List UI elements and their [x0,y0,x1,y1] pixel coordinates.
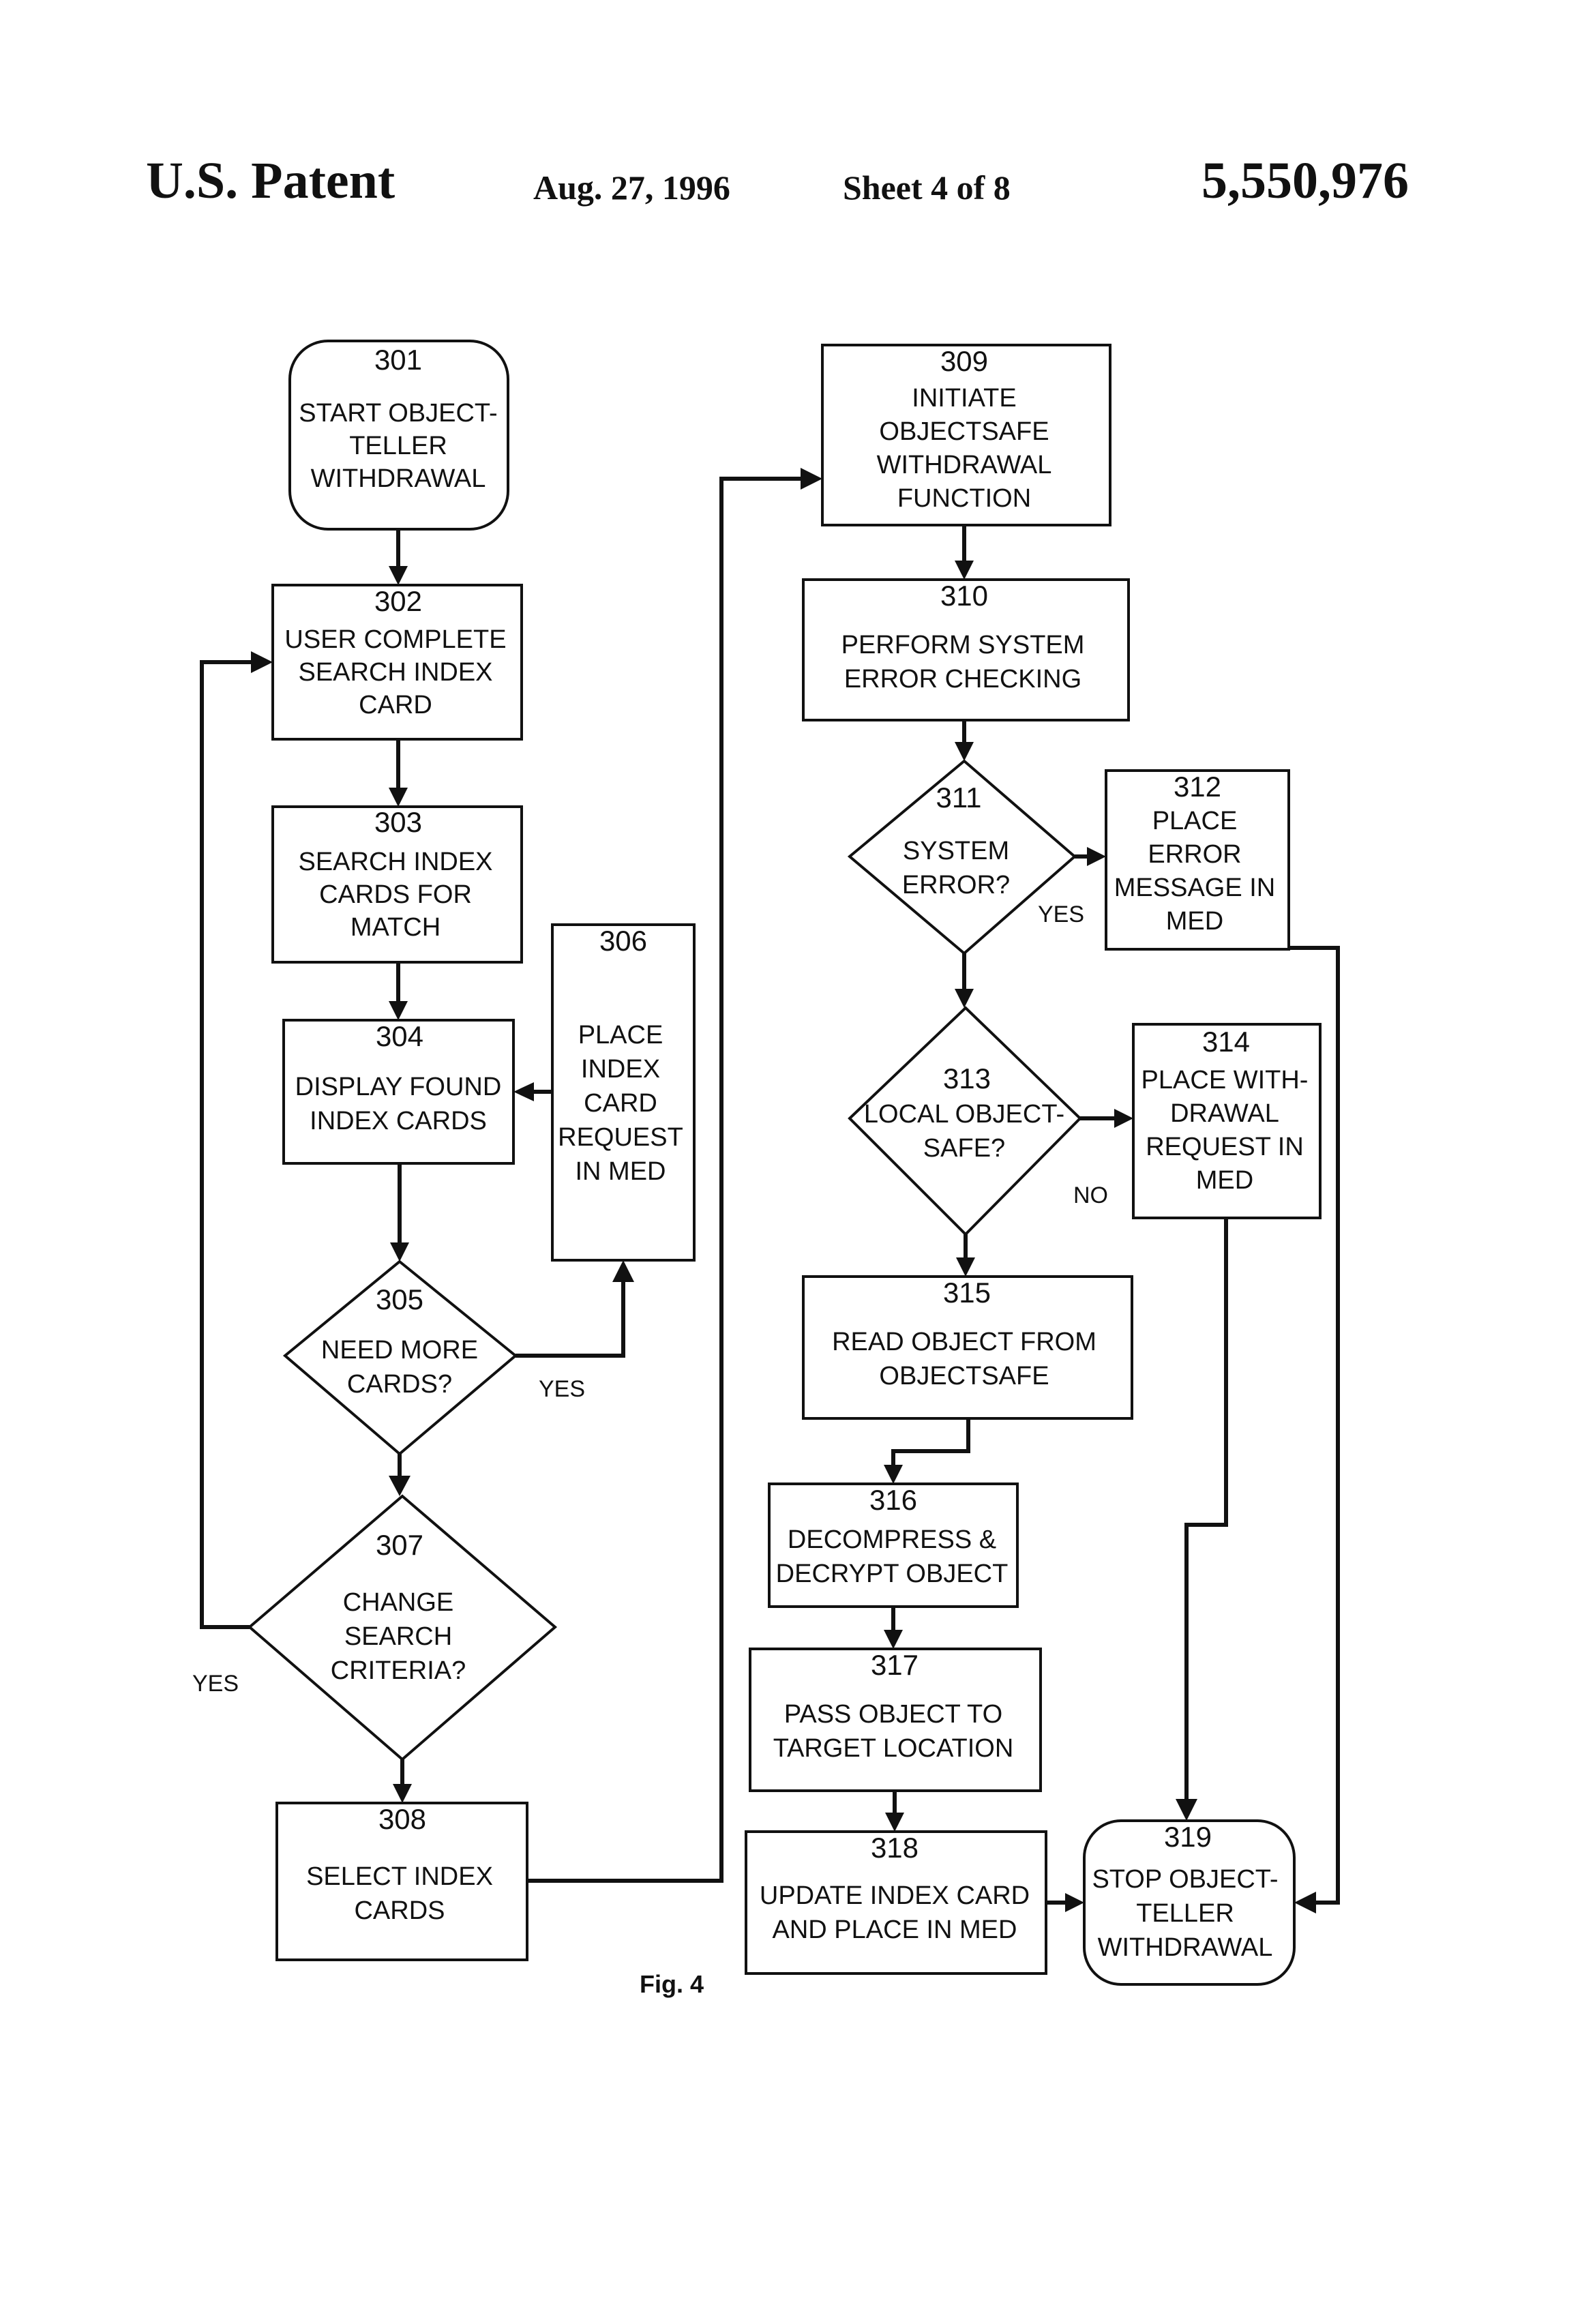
label-line: ERROR? [902,871,1010,899]
label-line: TELLER [349,432,447,460]
label-line: READ OBJECT FROM [832,1328,1096,1356]
label-line: INITIATE [912,384,1016,413]
label-line: REQUEST [558,1123,683,1152]
node-317-label: PASS OBJECT TO TARGET LOCATION [773,1700,1014,1763]
label-line: USER COMPLETE [284,625,506,654]
node-307-id: 307 [376,1529,423,1561]
edge-label-313-no: NO [1073,1182,1108,1208]
label-line: PLACE [578,1021,663,1049]
label-line: UPDATE INDEX CARD [760,1881,1030,1910]
node-310-id: 310 [940,580,988,612]
label-line: SEARCH [344,1622,452,1651]
node-316-label: DECOMPRESS & DECRYPT OBJECT [776,1525,1009,1588]
node-314-label: PLACE WITH- DRAWAL REQUEST IN MED [1141,1066,1309,1195]
node-317-id: 317 [871,1649,919,1681]
node-309-label: INITIATE OBJECTSAFE WITHDRAWAL FUNCTION [877,384,1052,513]
label-line: AND PLACE IN MED [773,1916,1017,1944]
node-302-id: 302 [374,585,422,617]
node-305-label: NEED MORE CARDS? [321,1336,478,1399]
node-311-id: 311 [936,781,982,814]
label-line: IN MED [576,1157,666,1186]
label-line: CHANGE [343,1588,454,1617]
label-line: TARGET LOCATION [773,1734,1014,1763]
label-line: ERROR CHECKING [844,665,1081,694]
label-line: SAFE? [923,1134,1005,1163]
label-line: MED [1166,907,1223,936]
label-line: TELLER [1136,1899,1234,1928]
label-line: MED [1196,1166,1253,1195]
node-319-label: STOP OBJECT- TELLER WITHDRAWAL [1092,1865,1278,1962]
edge-label-311-yes: YES [1038,902,1084,927]
node-315-id: 315 [943,1277,991,1309]
node-314-id: 314 [1202,1026,1250,1058]
label-line: ERROR [1148,840,1241,869]
label-line: OBJECTSAFE [879,1362,1049,1390]
node-312-id: 312 [1174,771,1221,803]
node-303-label: SEARCH INDEX CARDS FOR MATCH [298,848,492,942]
node-306-id: 306 [599,925,647,957]
label-line: DECRYPT OBJECT [776,1560,1009,1588]
node-303-id: 303 [374,806,422,838]
node-318-id: 318 [871,1832,919,1864]
label-line: MATCH [350,913,441,942]
label-line: LOCAL OBJECT- [864,1100,1064,1129]
label-line: PLACE [1152,807,1238,835]
label-line: WITHDRAWAL [1098,1933,1273,1962]
label-line: NEED MORE [321,1336,478,1365]
label-line: PERFORM SYSTEM [841,631,1085,659]
label-line: WITHDRAWAL [311,464,486,493]
node-319-id: 319 [1164,1821,1212,1853]
label-line: SYSTEM [903,837,1009,865]
label-line: CARD [359,691,432,719]
label-line: DRAWAL [1170,1099,1279,1128]
label-line: DISPLAY FOUND [295,1073,502,1101]
edge-label-307-yes: YES [192,1671,239,1697]
label-line: START OBJECT- [299,399,497,428]
label-line: CARDS FOR [319,880,472,909]
label-line: STOP OBJECT- [1092,1865,1278,1894]
node-302-label: USER COMPLETE SEARCH INDEX CARD [284,625,506,719]
label-line: REQUEST IN [1146,1133,1304,1161]
label-line: WITHDRAWAL [877,451,1052,479]
node-301-id: 301 [374,344,422,376]
node-318-label: UPDATE INDEX CARD AND PLACE IN MED [760,1881,1030,1944]
label-line: SEARCH INDEX [298,848,492,876]
node-308-label: SELECT INDEX CARDS [306,1862,493,1925]
label-line: SELECT INDEX [306,1862,493,1891]
node-313-id: 313 [943,1062,991,1094]
label-line: MESSAGE IN [1114,874,1276,902]
node-312-label: PLACE ERROR MESSAGE IN MED [1114,807,1276,936]
node-304-id: 304 [376,1020,423,1052]
figure-label: Fig. 4 [640,1970,704,1998]
label-line: OBJECTSAFE [879,417,1049,446]
node-313-label: LOCAL OBJECT- SAFE? [864,1100,1064,1163]
label-line: FUNCTION [897,484,1031,513]
node-310-label: PERFORM SYSTEM ERROR CHECKING [841,631,1085,694]
node-307-label: CHANGE SEARCH CRITERIA? [331,1588,466,1685]
label-line: DECOMPRESS & [788,1525,996,1554]
label-line: CARD [584,1089,657,1118]
label-line: PLACE WITH- [1141,1066,1309,1094]
node-301-label: START OBJECT- TELLER WITHDRAWAL [299,399,497,493]
label-line: CARDS? [347,1370,452,1399]
label-line: INDEX CARDS [310,1107,487,1135]
label-line: INDEX [581,1055,660,1084]
node-305-id: 305 [376,1283,423,1315]
node-315-label: READ OBJECT FROM OBJECTSAFE [832,1328,1096,1390]
node-304-label: DISPLAY FOUND INDEX CARDS [295,1073,502,1135]
edge-label-305-yes: YES [539,1376,585,1402]
label-line: PASS OBJECT TO [784,1700,1002,1729]
node-316-id: 316 [869,1484,917,1516]
node-308-id: 308 [378,1803,426,1835]
node-306-label: PLACE INDEX CARD REQUEST IN MED [558,1021,683,1186]
node-311-label: SYSTEM ERROR? [902,837,1010,899]
label-line: CRITERIA? [331,1656,466,1685]
node-309-id: 309 [940,345,988,377]
label-line: SEARCH INDEX [298,658,492,687]
label-line: CARDS [354,1896,445,1925]
